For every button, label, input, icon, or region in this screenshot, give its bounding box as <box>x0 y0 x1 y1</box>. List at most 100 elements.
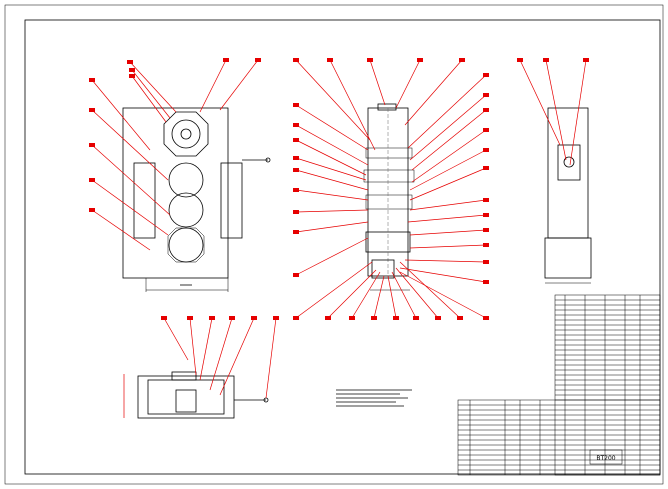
part-balloon <box>413 316 419 320</box>
leader-line <box>91 79 151 151</box>
part-balloon <box>483 260 489 264</box>
leader-line <box>327 269 377 319</box>
part-balloon <box>327 58 333 62</box>
part-balloon <box>483 228 489 232</box>
part-balloon <box>517 58 523 62</box>
leader-line <box>131 75 167 123</box>
parts-list <box>457 294 661 476</box>
leader-line <box>409 149 487 191</box>
leader-line <box>163 317 189 361</box>
part-balloon <box>483 280 489 284</box>
part-balloon <box>293 58 299 62</box>
leader-line <box>399 271 487 319</box>
leader-line <box>219 59 259 111</box>
leader-line <box>199 317 213 381</box>
leader-line <box>373 275 385 319</box>
leader-line <box>395 59 421 109</box>
part-balloon <box>459 58 465 62</box>
part-balloon <box>161 316 167 320</box>
part-balloon <box>255 58 261 62</box>
leader-line <box>569 59 587 166</box>
part-balloon <box>89 78 95 82</box>
leader-line <box>351 271 381 319</box>
part-balloon <box>89 208 95 212</box>
part-balloon <box>89 143 95 147</box>
title-block: BT200 <box>589 449 623 465</box>
part-balloon <box>293 188 299 192</box>
leader-line <box>399 261 461 319</box>
part-balloon <box>209 316 215 320</box>
leader-line <box>295 209 369 213</box>
leader-line <box>369 59 386 106</box>
leader-line <box>409 167 487 201</box>
leader-line <box>404 259 487 263</box>
leader-line <box>295 261 373 319</box>
leader-line <box>295 157 367 181</box>
leader-line <box>411 129 487 183</box>
part-balloon <box>393 316 399 320</box>
leader-line <box>295 237 369 276</box>
technical-notes <box>336 389 412 407</box>
part-balloon <box>127 60 133 64</box>
leader-line <box>395 267 439 319</box>
part-balloon <box>367 58 373 62</box>
part-balloon <box>483 148 489 152</box>
leader-line <box>295 189 369 201</box>
part-balloon <box>583 58 589 62</box>
leader-lines <box>89 58 589 399</box>
leader-line <box>91 209 151 251</box>
part-balloon <box>293 168 299 172</box>
leader-line <box>409 229 487 236</box>
part-balloon <box>371 316 377 320</box>
leader-line <box>91 109 169 181</box>
part-balloon <box>129 74 135 78</box>
part-balloon <box>483 128 489 132</box>
part-balloon <box>483 73 489 77</box>
inner-border <box>24 19 661 475</box>
leader-line <box>295 124 369 166</box>
part-balloon <box>435 316 441 320</box>
leader-line <box>329 59 376 151</box>
part-balloon <box>457 316 463 320</box>
front-view <box>122 107 271 292</box>
leader-line <box>545 59 567 161</box>
part-balloon <box>293 123 299 127</box>
leader-line <box>399 267 487 283</box>
leader-line <box>295 169 369 191</box>
leader-line <box>295 59 371 141</box>
part-balloon <box>129 68 135 72</box>
leader-line <box>219 317 255 396</box>
part-balloon <box>229 316 235 320</box>
leader-line <box>91 179 169 236</box>
part-balloon <box>293 210 299 214</box>
leader-line <box>295 221 369 233</box>
part-balloon <box>251 316 257 320</box>
part-balloon <box>483 213 489 217</box>
part-balloon <box>293 316 299 320</box>
leader-line <box>409 199 487 211</box>
part-balloon <box>483 108 489 112</box>
leader-line <box>387 275 397 319</box>
part-balloon <box>483 93 489 97</box>
part-balloon <box>483 198 489 202</box>
drawing-number: BT200 <box>596 455 615 462</box>
part-balloon <box>483 243 489 247</box>
part-balloon <box>293 273 299 277</box>
part-balloon <box>293 230 299 234</box>
leader-line <box>519 59 561 146</box>
part-balloon <box>325 316 331 320</box>
outer-border <box>4 4 664 485</box>
leader-line <box>407 74 487 149</box>
leader-line <box>295 139 367 176</box>
leader-line <box>404 59 463 126</box>
leader-line <box>189 317 197 376</box>
part-balloon <box>89 178 95 182</box>
part-balloon <box>293 156 299 160</box>
part-balloon <box>417 58 423 62</box>
part-balloon <box>483 316 489 320</box>
leader-line <box>411 109 487 171</box>
leader-line <box>265 317 277 399</box>
part-balloon <box>293 103 299 107</box>
leader-line <box>409 94 487 161</box>
